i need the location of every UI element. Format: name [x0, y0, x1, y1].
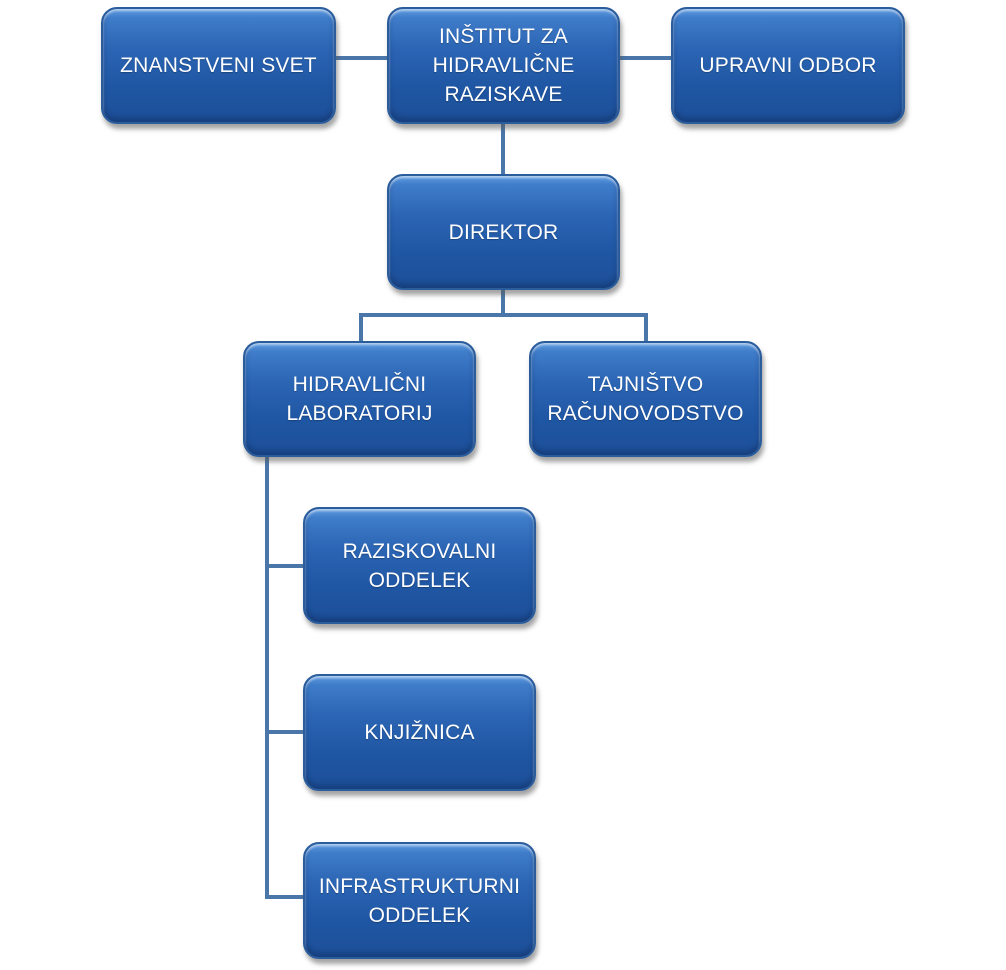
node-label: KNJIŽNICA: [364, 721, 475, 744]
node-label: TAJNIŠTVO RAČUNOVODSTVO: [547, 373, 744, 425]
node-institut: INŠTITUT ZA HIDRAVLIČNE RAZISKAVE: [387, 7, 620, 124]
node-label: ZNANSTVENI SVET: [120, 54, 317, 77]
node-label: INŠTITUT ZA HIDRAVLIČNE RAZISKAVE: [432, 25, 575, 106]
node-direktor: DIREKTOR: [387, 174, 620, 290]
node-znanstveni-svet: ZNANSTVENI SVET: [101, 7, 336, 124]
node-upravni-odbor: UPRAVNI ODBOR: [671, 7, 905, 124]
node-infrastrukturni-oddelek: INFRASTRUKTURNI ODDELEK: [303, 842, 536, 959]
node-label: HIDRAVLIČNI LABORATORIJ: [286, 373, 433, 425]
node-hidravlicni-laboratorij: HIDRAVLIČNI LABORATORIJ: [243, 341, 476, 457]
node-label: UPRAVNI ODBOR: [699, 54, 877, 77]
node-label: INFRASTRUKTURNI ODDELEK: [318, 874, 521, 927]
connector-laboratorij-units: [265, 455, 305, 899]
node-label: DIREKTOR: [448, 220, 559, 244]
node-knjiznica: KNJIŽNICA: [303, 674, 536, 791]
node-tajnistvo-racunovodstvo: TAJNIŠTVO RAČUNOVODSTVO: [529, 341, 762, 457]
node-label: RAZISKOVALNI ODDELEK: [342, 539, 497, 592]
node-raziskovalni-oddelek: RAZISKOVALNI ODDELEK: [303, 507, 536, 624]
connector-direktor-departments: [359, 288, 648, 343]
